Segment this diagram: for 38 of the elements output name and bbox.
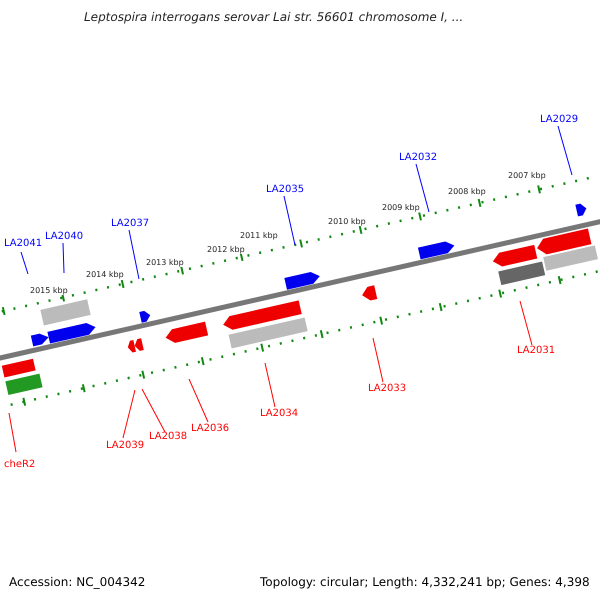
scale-label: 2007 kbp <box>508 172 546 180</box>
scale-label: 2008 kbp <box>448 188 486 196</box>
scale-label: 2015 kbp <box>30 287 68 295</box>
gene-label: LA2031 <box>517 346 556 356</box>
gene-label: LA2035 <box>266 185 304 195</box>
gene-label: LA2036 <box>191 424 230 434</box>
gene-label: LA2038 <box>149 432 188 442</box>
leader-line <box>416 164 430 212</box>
scale-label: 2013 kbp <box>146 259 184 267</box>
gene-label: LA2039 <box>106 441 144 451</box>
diagram-title: Leptospira interrogans serovar Lai str. 56601 chromosome I, ... <box>84 11 464 23</box>
leader-line <box>62 242 64 274</box>
gene-label: LA2032 <box>399 153 438 163</box>
scale-label: 2010 kbp <box>328 218 366 226</box>
leader-line <box>8 412 16 452</box>
scale-label: 2011 kbp <box>240 232 278 240</box>
leader-line <box>128 230 140 280</box>
gene-label: LA2034 <box>260 409 298 419</box>
leader-line <box>264 362 276 408</box>
leader-line <box>284 196 296 246</box>
gene-label: LA2037 <box>111 219 150 229</box>
gene-label: LA2033 <box>368 384 406 394</box>
scale-label: 2014 kbp <box>86 271 124 279</box>
leader-line <box>188 378 208 422</box>
leader-line <box>558 126 572 176</box>
leader-line <box>372 338 384 382</box>
gene-label: cheR2 <box>4 460 36 470</box>
footer-text: Topology: circular; Length: 4,332,241 bp; Genes: 4,398 <box>260 576 590 588</box>
gene-label: LA2029 <box>540 115 578 125</box>
leader-line <box>122 390 136 438</box>
gene-label: LA2040 <box>45 232 84 242</box>
leader-line <box>520 300 532 346</box>
gene-label: LA2041 <box>4 239 42 249</box>
footer-text: Accession: NC_004342 <box>9 576 146 588</box>
leader-line <box>142 388 166 432</box>
scale-label: 2012 kbp <box>207 246 245 254</box>
scale-label: 2009 kbp <box>382 204 420 212</box>
leader-line <box>20 252 28 274</box>
